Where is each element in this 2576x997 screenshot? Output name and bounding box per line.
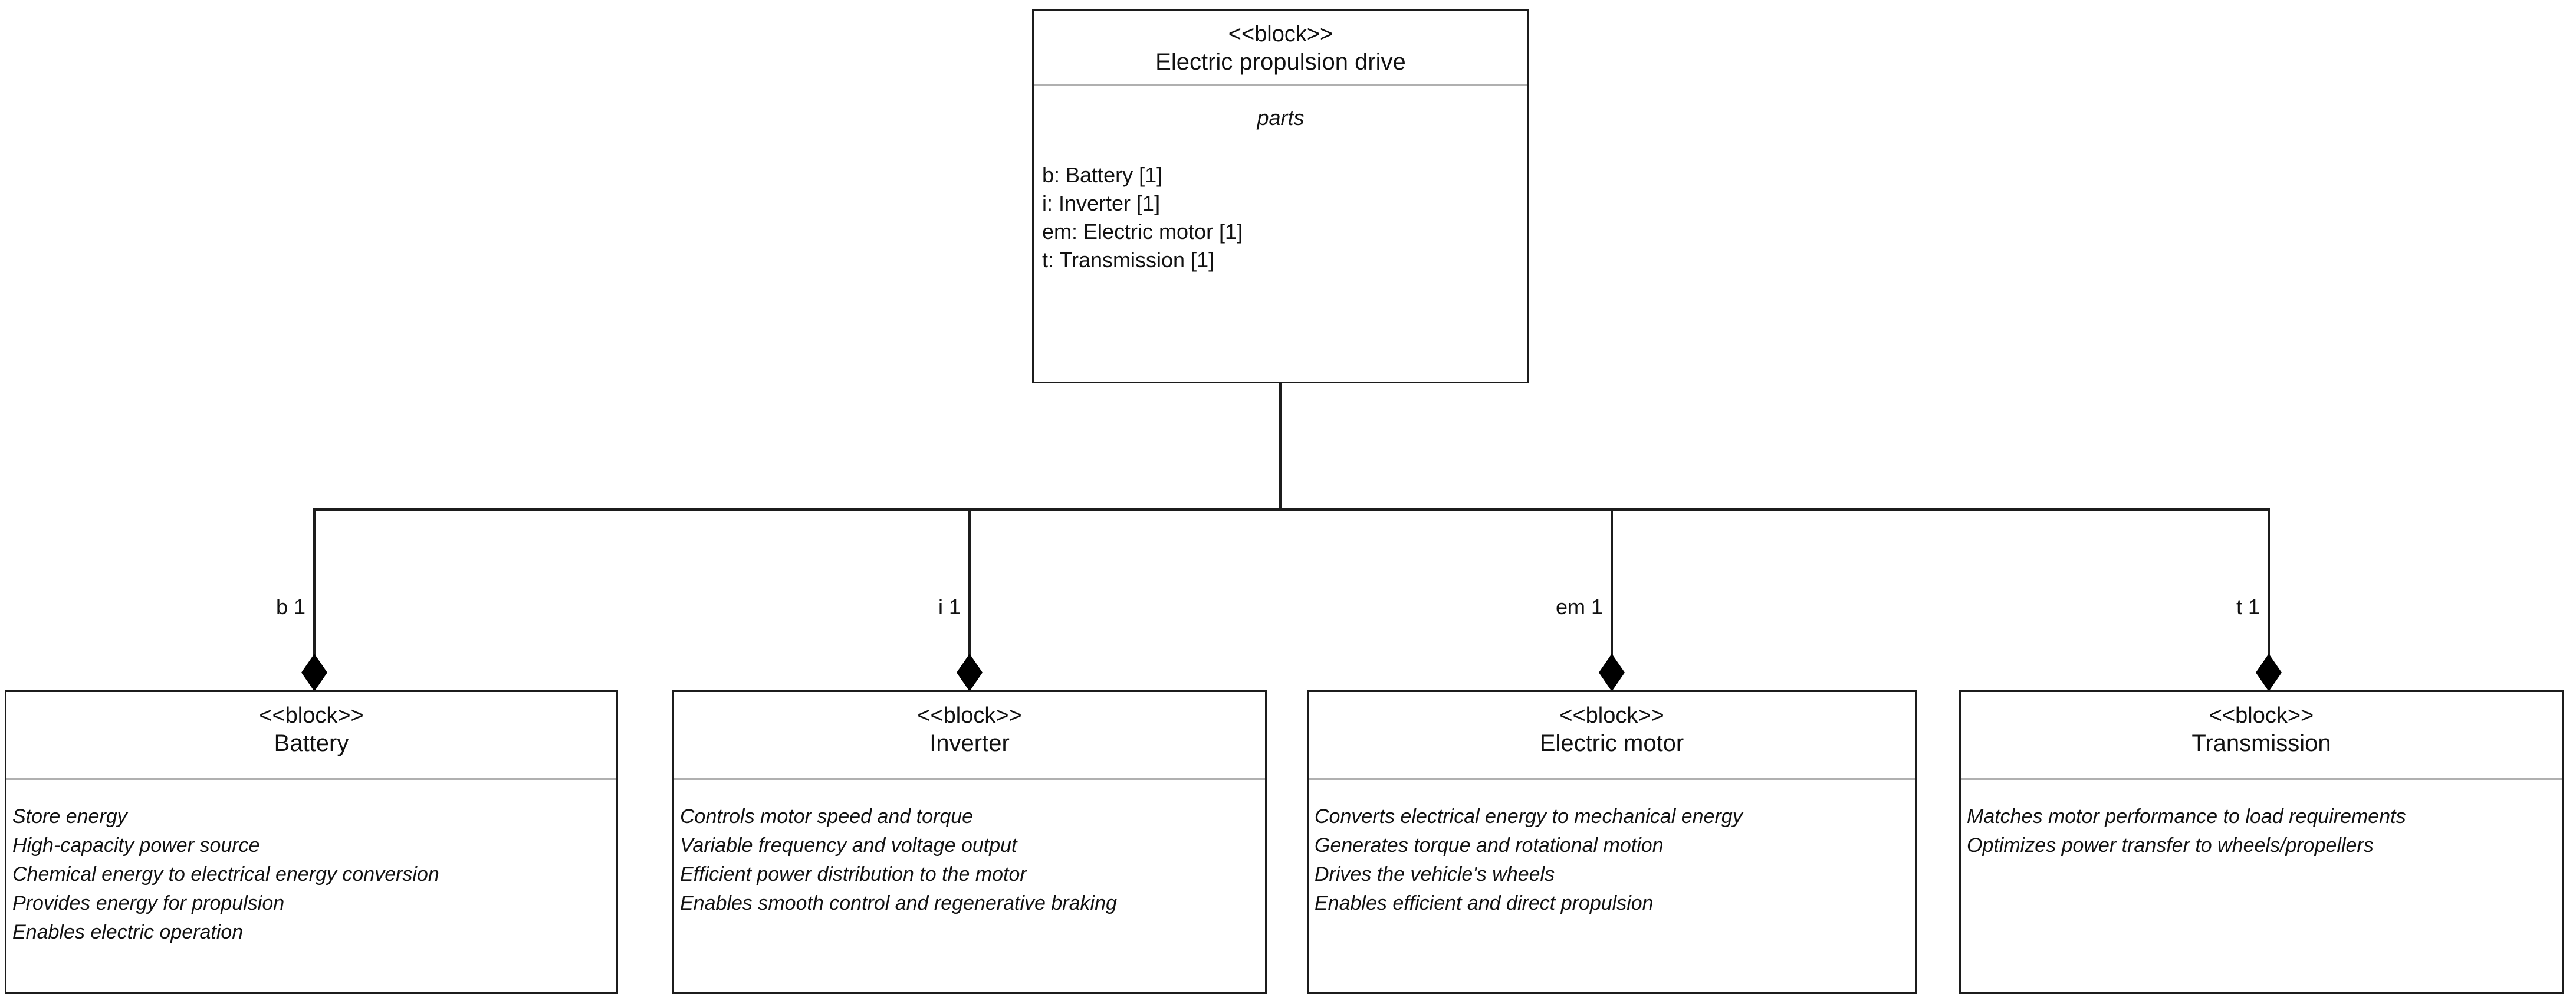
block-battery[interactable]: <<block>> Battery Store energy High-capa… <box>5 690 618 994</box>
feature-list: Store energy High-capacity power source … <box>12 802 616 947</box>
block-header: <<block>> Transmission <box>1961 692 2562 780</box>
part-item: t: Transmission [1] <box>1042 247 1215 272</box>
block-title: Inverter <box>929 730 1010 756</box>
feature-item: Generates torque and rotational motion <box>1315 834 1664 857</box>
block-electric-motor[interactable]: <<block>> Electric motor Converts electr… <box>1307 690 1917 994</box>
role-label-battery: b 1 <box>275 595 305 619</box>
block-title: Transmission <box>2191 730 2331 756</box>
connector-branch-inverter <box>968 508 971 679</box>
feature-item: Chemical energy to electrical energy con… <box>12 862 439 886</box>
role-label-inverter: i 1 <box>938 595 961 619</box>
stereotype-label: <<block>> <box>1559 703 1664 728</box>
features-compartment: Controls motor speed and torque Variable… <box>674 780 1265 992</box>
features-compartment: Store energy High-capacity power source … <box>6 780 616 992</box>
feature-item: Enables electric operation <box>12 920 244 943</box>
feature-item: Enables efficient and direct propulsion <box>1315 891 1654 914</box>
block-title: Electric motor <box>1539 730 1684 756</box>
stereotype-label: <<block>> <box>1228 22 1333 47</box>
features-compartment: Converts electrical energy to mechanical… <box>1309 780 1915 992</box>
parts-compartment: parts b: Battery [1] i: Inverter [1] em:… <box>1034 86 1527 382</box>
feature-item: Converts electrical energy to mechanical… <box>1315 805 1743 828</box>
connector-branch-battery <box>313 508 316 679</box>
stereotype-label: <<block>> <box>259 703 364 728</box>
feature-item: Store energy <box>12 805 127 828</box>
part-item: i: Inverter [1] <box>1042 191 1161 215</box>
feature-item: Efficient power distribution to the moto… <box>680 862 1027 886</box>
feature-list: Controls motor speed and torque Variable… <box>680 802 1265 918</box>
block-header: <<block>> Electric propulsion drive <box>1034 11 1527 86</box>
connector-stem-root <box>1279 383 1282 511</box>
part-item: b: Battery [1] <box>1042 163 1163 187</box>
parts-list: b: Battery [1] i: Inverter [1] em: Elect… <box>1042 161 1527 274</box>
feature-item: Optimizes power transfer to wheels/prope… <box>1967 834 2374 857</box>
stereotype-label: <<block>> <box>917 703 1022 728</box>
stereotype-label: <<block>> <box>2209 703 2314 728</box>
feature-item: Matches motor performance to load requir… <box>1967 805 2406 828</box>
feature-list: Matches motor performance to load requir… <box>1967 802 2562 860</box>
feature-item: Controls motor speed and torque <box>680 805 974 828</box>
block-header: <<block>> Battery <box>6 692 616 780</box>
feature-item: Provides energy for propulsion <box>12 891 285 914</box>
connector-branch-electric-motor <box>1611 508 1613 679</box>
part-item: em: Electric motor [1] <box>1042 219 1243 244</box>
compartment-title-parts: parts <box>1257 106 1305 130</box>
feature-item: Enables smooth control and regenerative … <box>680 891 1117 914</box>
role-label-transmission: t 1 <box>2236 595 2260 619</box>
connector-bus-horizontal <box>313 508 2270 511</box>
feature-item: High-capacity power source <box>12 834 260 857</box>
connector-branch-transmission <box>2268 508 2270 679</box>
block-electric-propulsion-drive[interactable]: <<block>> Electric propulsion drive part… <box>1032 9 1529 383</box>
block-transmission[interactable]: <<block>> Transmission Matches motor per… <box>1959 690 2564 994</box>
block-header: <<block>> Electric motor <box>1309 692 1915 780</box>
block-title: Battery <box>274 730 349 756</box>
block-title: Electric propulsion drive <box>1155 48 1406 75</box>
feature-item: Variable frequency and voltage output <box>680 834 1017 857</box>
role-label-electric-motor: em 1 <box>1555 595 1603 619</box>
block-header: <<block>> Inverter <box>674 692 1265 780</box>
features-compartment: Matches motor performance to load requir… <box>1961 780 2562 992</box>
feature-list: Converts electrical energy to mechanical… <box>1315 802 1915 918</box>
block-inverter[interactable]: <<block>> Inverter Controls motor speed … <box>672 690 1267 994</box>
feature-item: Drives the vehicle's wheels <box>1315 862 1555 886</box>
